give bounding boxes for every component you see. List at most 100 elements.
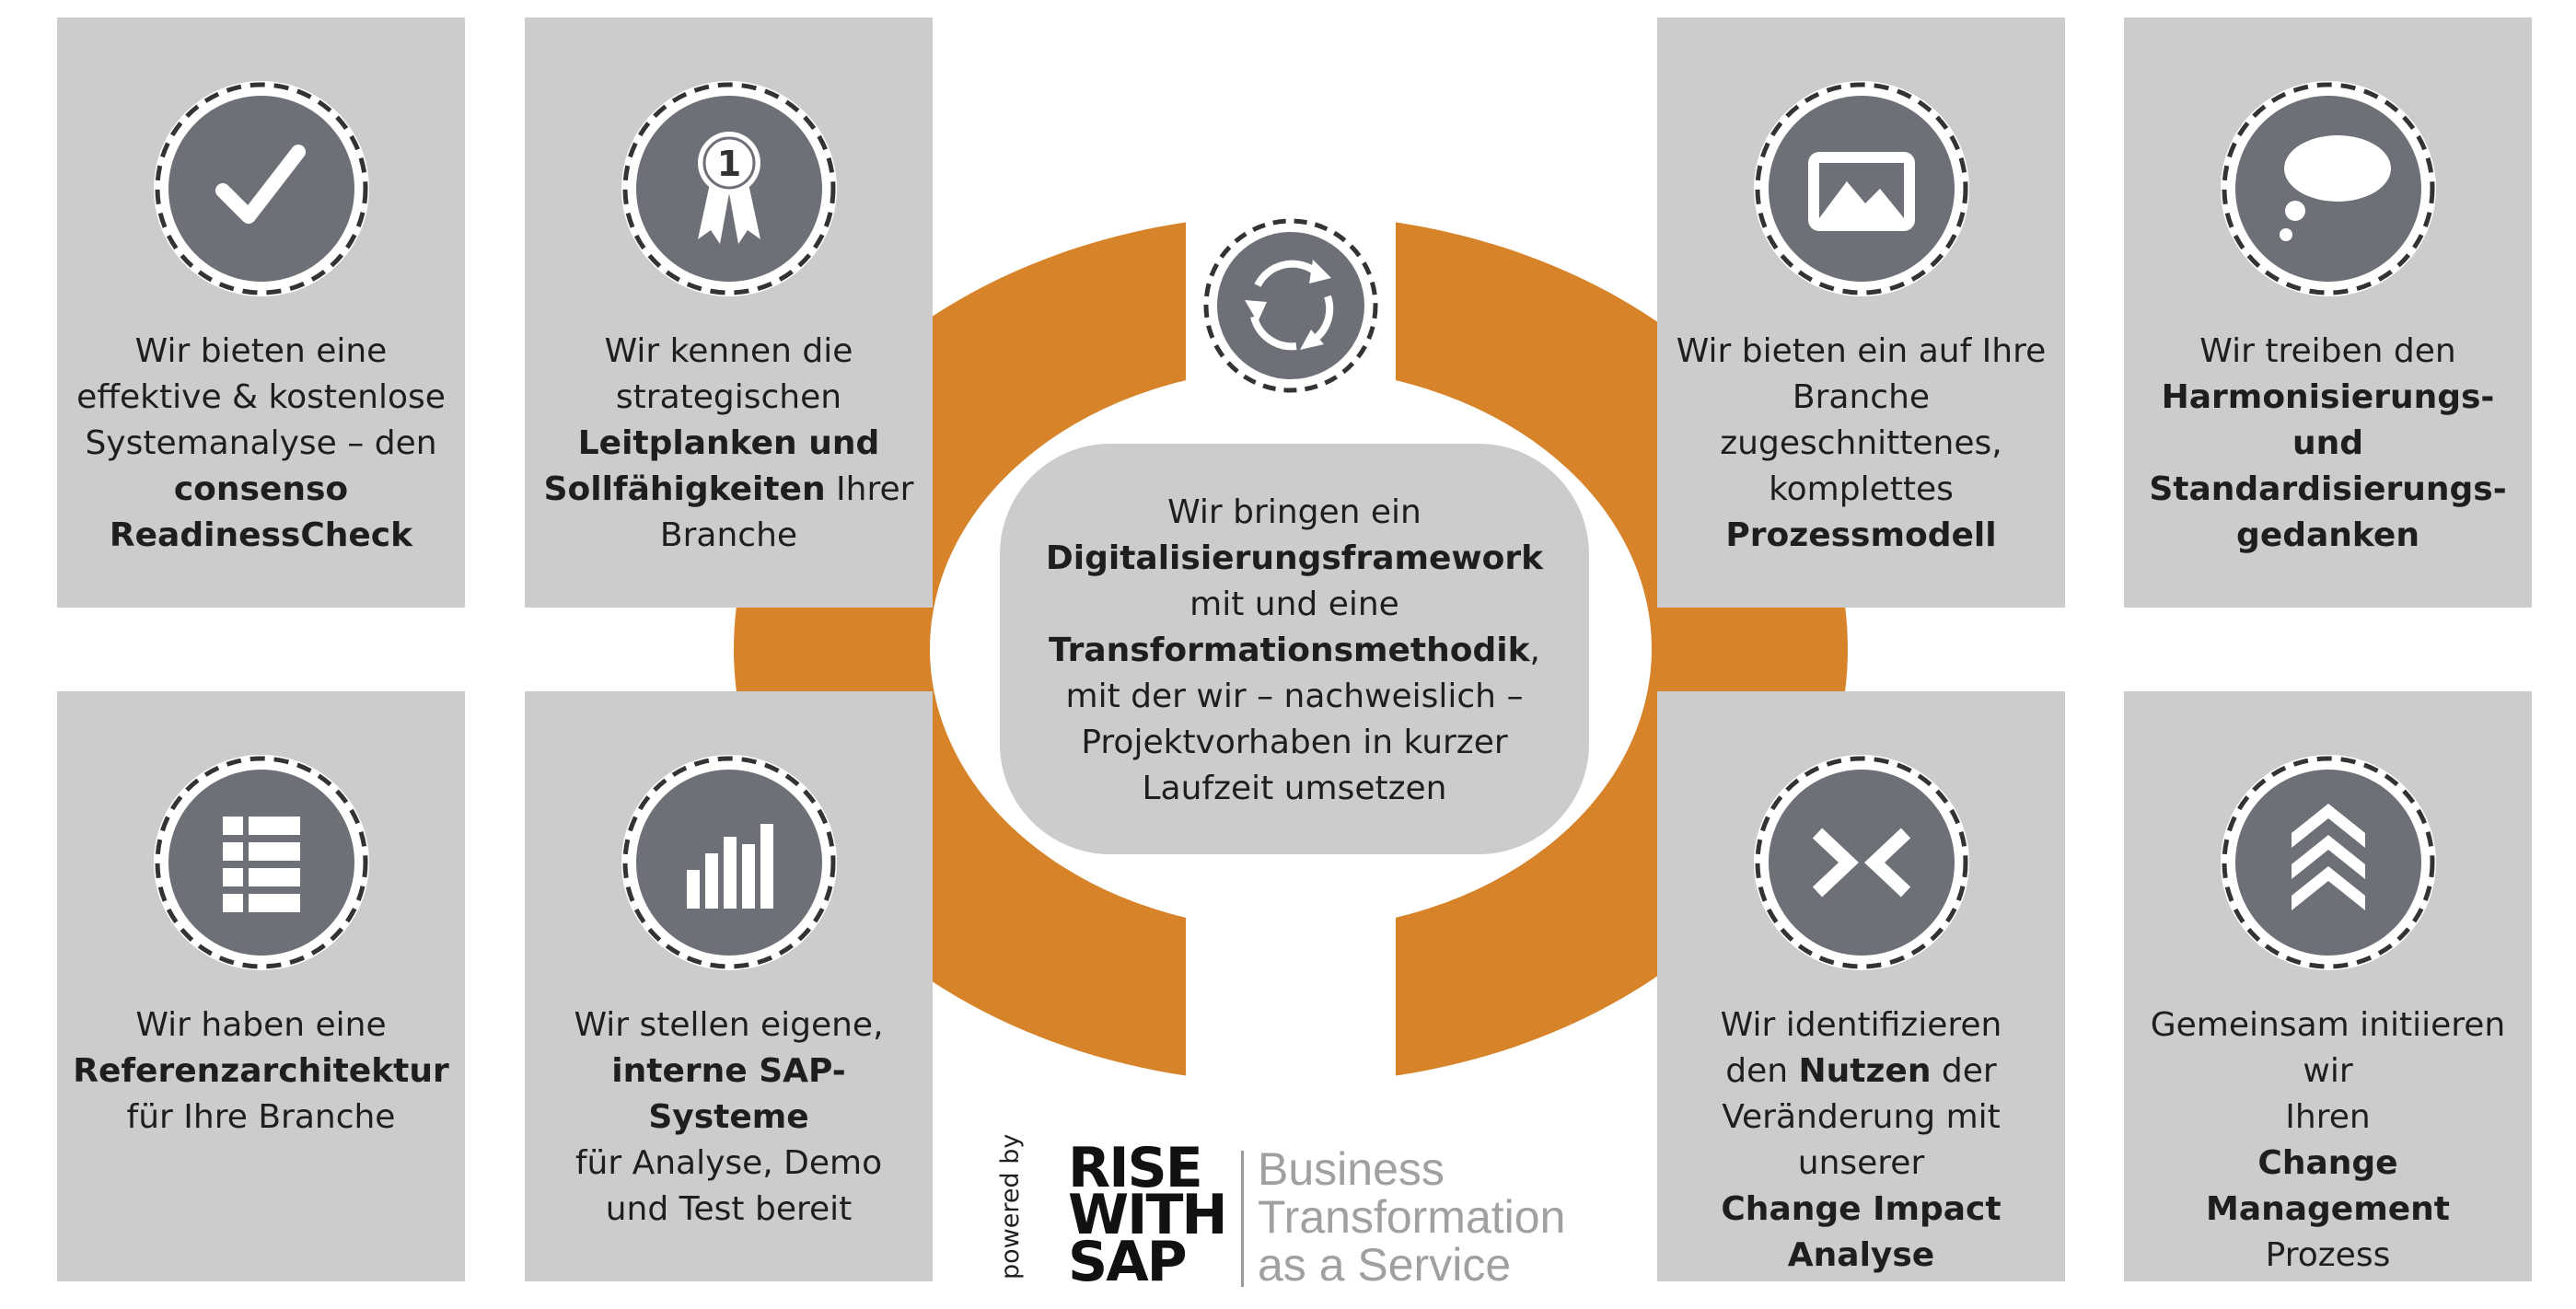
- panel-text: Wir stellen eigene, interne SAP-Systeme fü…: [536, 1002, 922, 1233]
- svg-text:1: 1: [716, 144, 740, 184]
- bar-chart-icon: [621, 755, 837, 970]
- text: und Test bereit: [605, 1190, 853, 1228]
- logo-divider: [1241, 1151, 1244, 1287]
- text-line: ReadinessCheck: [68, 513, 454, 559]
- text: Wir identifizieren: [1720, 1006, 2002, 1044]
- text-line: für Analyse, Demo: [536, 1141, 922, 1187]
- text-line: Wir bringen ein: [1009, 490, 1580, 536]
- text-line: Wir bieten eine: [68, 329, 454, 375]
- text: Wir treiben den: [2199, 332, 2456, 370]
- grid-icon: [153, 755, 369, 970]
- text-line: für Ihre Branche: [68, 1095, 454, 1141]
- text-line: consenso: [68, 467, 454, 513]
- text: der: [1931, 1052, 1997, 1090]
- text-line: effektive & kostenlose: [68, 375, 454, 421]
- text: Ihren: [2285, 1098, 2371, 1136]
- converge-arrows-icon: [1753, 755, 1969, 970]
- text: für Analyse, Demo: [574, 1144, 883, 1182]
- text: mit und eine: [1189, 585, 1399, 623]
- text-line: Gemeinsam initiieren wir: [2135, 1002, 2521, 1095]
- text-line: Harmonisierungs-: [2135, 375, 2521, 421]
- bold-text: Referenzarchitektur: [73, 1052, 449, 1090]
- text-line: Sollfähigkeiten Ihrer: [536, 467, 922, 513]
- bold-text: interne SAP-Systeme: [611, 1052, 846, 1136]
- text-line: Referenzarchitektur: [68, 1048, 454, 1095]
- text-line: Wir identifizieren: [1668, 1002, 2054, 1048]
- text: Prozess: [2265, 1236, 2391, 1274]
- text: den: [1725, 1052, 1799, 1090]
- text: Systemanalyse – den: [85, 424, 437, 462]
- text-line: Branche: [536, 513, 922, 559]
- bold-text: Digitalisierungsframework: [1045, 539, 1544, 577]
- text-line: Wir kennen die: [536, 329, 922, 375]
- text: Ihrer: [825, 470, 914, 508]
- text-line: Wir haben eine: [68, 1002, 454, 1048]
- bold-text: Leitplanken und: [577, 424, 880, 462]
- text: ,: [1529, 631, 1540, 669]
- text-line: gedanken: [2135, 513, 2521, 559]
- text: Laufzeit umsetzen: [1142, 770, 1447, 807]
- award-ribbon-icon: 1: [621, 81, 837, 296]
- bold-text: ReadinessCheck: [109, 516, 413, 554]
- text: Veränderung mit unserer: [1722, 1098, 2001, 1182]
- text: Branche: [1792, 378, 1931, 416]
- text-line: mit der wir – nachweislich –: [1009, 674, 1580, 720]
- text-line: komplettes: [1668, 467, 2054, 513]
- text-line: Prozessmodell: [1668, 513, 2054, 559]
- text: Projektvorhaben in kurzer: [1081, 724, 1508, 761]
- text: effektive & kostenlose: [76, 378, 446, 416]
- logo-line: WITH: [1068, 1183, 1228, 1247]
- text: Wir bieten ein auf Ihre: [1676, 332, 2047, 370]
- text: komplettes: [1769, 470, 1954, 508]
- bold-text: Transformationsmethodik: [1049, 631, 1530, 669]
- text-line: Leitplanken und: [536, 421, 922, 467]
- text: zugeschnittenes,: [1720, 424, 2002, 462]
- bold-text: consenso: [173, 470, 349, 508]
- text: Wir bringen ein: [1167, 493, 1421, 531]
- thought-bubble-icon: [2220, 81, 2436, 296]
- bold-text: Change Impact Analyse: [1721, 1190, 2002, 1274]
- bold-text: Change Management: [2206, 1144, 2450, 1228]
- tagline-line: Business: [1258, 1143, 1445, 1195]
- text: strategischen: [615, 378, 842, 416]
- cycle-arrows-icon: [1202, 217, 1379, 394]
- text-line: Wir bieten ein auf Ihre: [1668, 329, 2054, 375]
- text-line: mit und eine: [1009, 582, 1580, 628]
- bold-text: und Standardisierungs-: [2149, 424, 2507, 508]
- text-line: und Test bereit: [536, 1187, 922, 1233]
- text: Wir kennen die: [604, 332, 853, 370]
- text: für Ihre Branche: [126, 1098, 396, 1136]
- text-line: Wir treiben den: [2135, 329, 2521, 375]
- image-frame-icon: [1753, 81, 1969, 296]
- checkmark-icon: [153, 81, 369, 296]
- bold-text: gedanken: [2236, 516, 2419, 554]
- text: Wir stellen eigene,: [574, 1006, 884, 1044]
- text-line: Branche: [1668, 375, 2054, 421]
- text-line: strategischen: [536, 375, 922, 421]
- text: Branche: [659, 516, 798, 554]
- logo-line: RISE: [1068, 1136, 1203, 1200]
- text-line: und Standardisierungs-: [2135, 421, 2521, 513]
- text-line: Prozess: [2135, 1233, 2521, 1279]
- text-line: Transformationsmethodik,: [1009, 628, 1580, 674]
- powered-by-label: powered by: [996, 1133, 1025, 1280]
- tagline-line: as a Service: [1258, 1239, 1512, 1291]
- text-line: den Nutzen der: [1668, 1048, 2054, 1095]
- text-line: zugeschnittenes,: [1668, 421, 2054, 467]
- bold-text: Sollfähigkeiten: [543, 470, 826, 508]
- bold-text: Prozessmodell: [1725, 516, 1997, 554]
- text-line: Wir stellen eigene,: [536, 1002, 922, 1048]
